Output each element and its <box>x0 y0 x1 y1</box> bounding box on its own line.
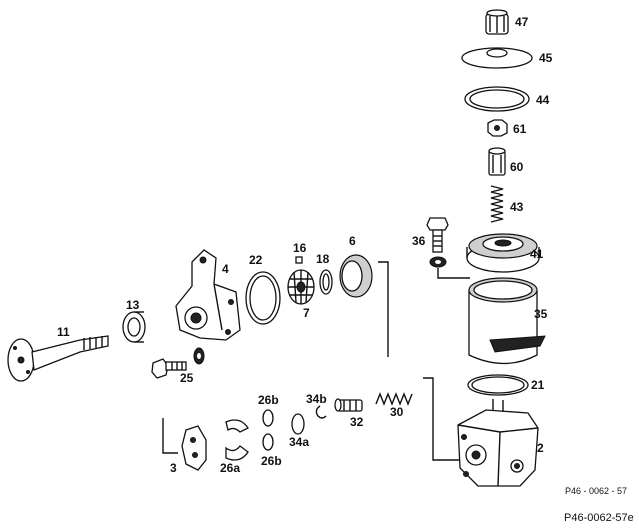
part-61-nut <box>487 119 508 137</box>
part-16-key <box>295 256 303 264</box>
callout-44: 44 <box>536 93 550 107</box>
part-35-housing <box>468 277 546 365</box>
assembly-guide-lines <box>162 261 470 461</box>
callout-47: 47 <box>515 15 529 29</box>
callout-18: 18 <box>316 252 330 266</box>
callout-16: 16 <box>293 241 307 255</box>
part-2-pump-body <box>457 399 539 487</box>
part-26a-vane-pair <box>225 419 249 461</box>
callout-43: 43 <box>510 200 524 214</box>
figure-id: P46-0062-57e <box>564 512 634 524</box>
callout-26a: 26a <box>220 461 240 475</box>
part-34b-clip <box>315 405 327 419</box>
callout-61: 61 <box>513 122 527 136</box>
callout-4: 4 <box>222 262 229 276</box>
part-30-spring <box>375 392 413 406</box>
callout-36: 36 <box>412 234 426 248</box>
callout-45: 45 <box>539 51 553 65</box>
part-18-o-ring <box>319 269 333 295</box>
part-22-ring <box>245 271 281 325</box>
part-36-bolt <box>426 217 449 253</box>
part-3-side-plate <box>181 425 207 471</box>
callout-60: 60 <box>510 160 524 174</box>
callout-41: 41 <box>530 247 544 261</box>
callout-6: 6 <box>349 234 356 248</box>
part-47-cap-nut <box>485 9 509 35</box>
callout-22: 22 <box>249 253 263 267</box>
part-7-rotor <box>287 269 315 305</box>
callout-21: 21 <box>531 378 545 392</box>
callout-32: 32 <box>350 415 364 429</box>
callout-25: 25 <box>180 371 194 385</box>
part-25-bolt <box>151 347 205 379</box>
callout-11: 11 <box>57 325 70 339</box>
part-21-gasket <box>467 374 529 396</box>
part-60-filter <box>488 147 506 176</box>
part-45-disc <box>461 47 533 69</box>
callout-26b-lower: 26b <box>261 454 282 468</box>
callout-30: 30 <box>390 405 404 419</box>
callout-34b: 34b <box>306 392 327 406</box>
part-11-drive-shaft <box>7 335 109 382</box>
part-6-cam-ring <box>339 254 373 298</box>
part-32-valve <box>334 398 363 412</box>
callout-labels: 47 45 44 61 60 43 36 41 35 21 2 16 18 6 … <box>57 15 553 475</box>
part-43-spring <box>490 185 504 223</box>
part-4-flange-housing <box>175 249 241 341</box>
callout-2: 2 <box>537 441 544 455</box>
callout-3: 3 <box>170 461 177 475</box>
callout-35: 35 <box>534 307 548 321</box>
part-washer-small <box>429 256 447 268</box>
part-13-bearing <box>122 311 146 343</box>
callout-26b-upper: 26b <box>258 393 279 407</box>
reference-code-small: P46 - 0062 - 57 <box>565 486 627 496</box>
callout-13: 13 <box>126 298 140 312</box>
part-44-ring <box>464 86 530 112</box>
part-26b-o-rings <box>262 409 274 451</box>
callout-7: 7 <box>303 306 310 320</box>
part-41-pulley <box>466 233 540 273</box>
callout-34a: 34a <box>289 435 309 449</box>
part-34a-ring <box>291 413 305 435</box>
